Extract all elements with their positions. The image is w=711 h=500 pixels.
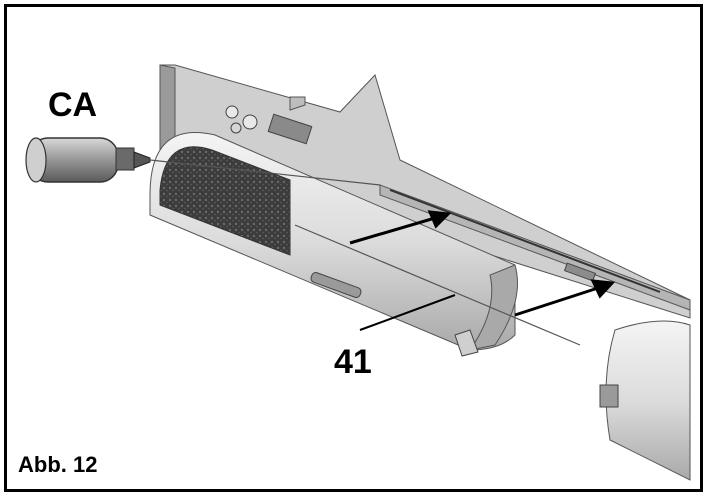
callout-ca-label: CA	[48, 86, 98, 124]
rear-shell	[599, 320, 691, 481]
figure-caption: Abb. 12	[18, 452, 98, 477]
glue-bottle-icon	[25, 137, 381, 186]
foam-lining	[159, 146, 291, 256]
callout-part-number: 41	[334, 343, 372, 381]
pointer-arrow-icon	[349, 210, 616, 331]
fuselage-top-structure	[159, 64, 691, 319]
fuselage-half-shell	[149, 132, 581, 357]
